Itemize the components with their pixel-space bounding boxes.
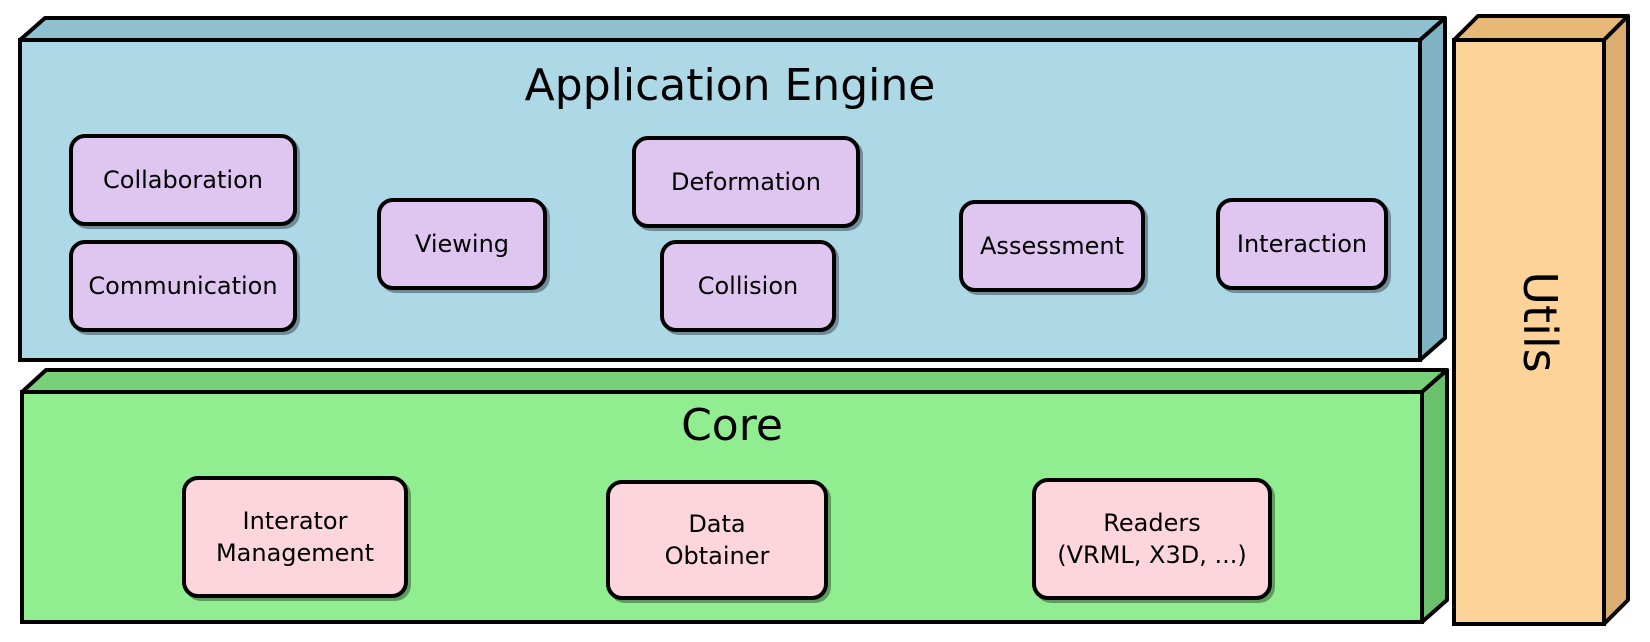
data-obtainer-module: Data Obtainer <box>606 480 828 600</box>
interator-management-module: Interator Management <box>182 476 408 598</box>
readers-label: Readers (VRML, X3D, ...) <box>1057 509 1247 569</box>
interaction-label: Interaction <box>1236 230 1368 258</box>
collaboration-module: Collaboration <box>69 134 297 226</box>
readers-module: Readers (VRML, X3D, ...) <box>1032 478 1272 600</box>
assessment-label: Assessment <box>980 232 1124 260</box>
deformation-label: Deformation <box>671 168 821 196</box>
collaboration-label: Collaboration <box>103 166 263 194</box>
data-obtainer-label: Data Obtainer <box>664 510 770 570</box>
collision-module: Collision <box>660 240 836 332</box>
interaction-module: Interaction <box>1216 198 1388 290</box>
assessment-module: Assessment <box>959 200 1145 292</box>
communication-label: Communication <box>88 272 278 300</box>
utils-side-face <box>1602 14 1630 626</box>
core-top-face <box>20 368 1449 394</box>
utils-front-face <box>1452 38 1606 626</box>
communication-module: Communication <box>69 240 297 332</box>
utils-top-face <box>1452 14 1630 42</box>
core-side-face <box>1420 368 1449 624</box>
interator-management-label: Interator Management <box>215 507 375 567</box>
application-engine-side-face <box>1418 16 1447 362</box>
viewing-module: Viewing <box>377 198 547 290</box>
collision-label: Collision <box>697 272 799 300</box>
deformation-module: Deformation <box>632 136 860 228</box>
viewing-label: Viewing <box>414 230 510 258</box>
utils-block <box>1452 14 1630 626</box>
application-engine-top-face <box>18 16 1447 42</box>
